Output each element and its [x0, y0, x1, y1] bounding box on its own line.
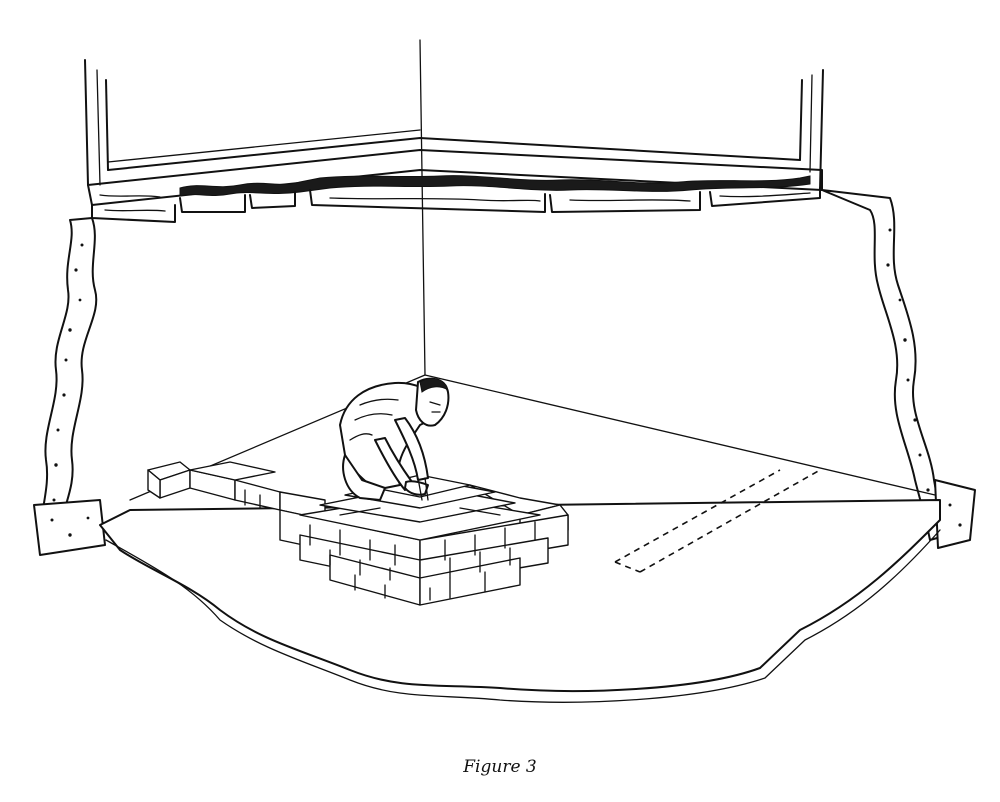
floor-structure [87, 149, 823, 223]
right-foundation-wall [821, 189, 976, 549]
figure-caption: Figure 3 [463, 757, 537, 777]
room-walls [84, 59, 824, 191]
dashed-footing-outline [614, 469, 821, 573]
kneeling-worker-icon [339, 377, 450, 501]
left-foundation-wall [33, 217, 106, 556]
